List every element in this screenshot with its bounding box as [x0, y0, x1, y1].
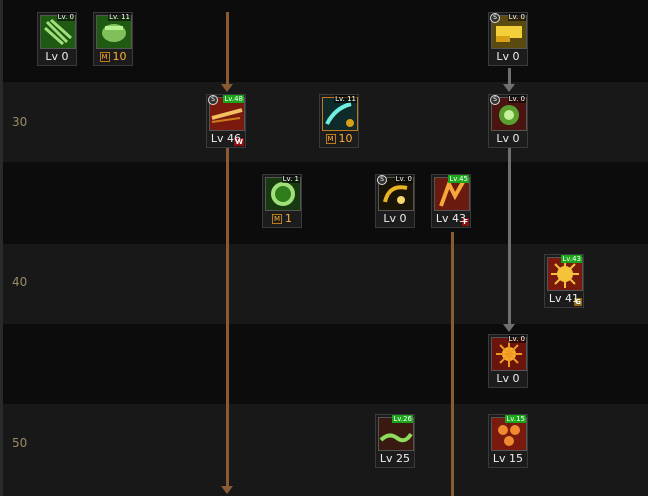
connector-line-right-mid: [508, 148, 511, 324]
skill-red-orbs[interactable]: Lv.15 Lv 15: [488, 414, 528, 468]
level-label-30: 30: [12, 115, 28, 129]
skill-fire-fist[interactable]: Lv.45 F Lv 43: [431, 174, 471, 228]
connector-line-right-top: [508, 68, 511, 84]
level-label-40: 40: [12, 275, 28, 289]
skill-gold-punch[interactable]: S Lv. 0 Lv 0: [488, 12, 528, 66]
connector-line-fire: [451, 232, 454, 496]
skill-level-text: Lv 0: [383, 212, 407, 225]
skill-level-tag: Lv. 0: [56, 13, 75, 21]
left-edge: [0, 0, 3, 496]
connector-arrow-left-bottom: [221, 486, 233, 494]
skill-level-text: Lv 46: [210, 132, 242, 145]
skill-level-tag: Lv.43: [561, 255, 582, 263]
red-star-icon: [491, 337, 527, 371]
skill-level-tag: Lv. 11: [334, 95, 357, 103]
skill-sun-burst[interactable]: Lv.43 G Lv 41: [544, 254, 584, 308]
skill-corner-badge: F: [462, 218, 469, 226]
skill-level-tag: Lv. 0: [507, 95, 526, 103]
skill-level-tag: Lv. 0: [507, 335, 526, 343]
skill-red-star[interactable]: Lv. 0 Lv 0: [488, 334, 528, 388]
skill-level-text: Lv 15: [492, 452, 524, 465]
skill-green-claw[interactable]: Lv. 0 Lv 0: [37, 12, 77, 66]
s-badge: S: [490, 13, 500, 23]
skill-level-text: Lv 0: [496, 132, 520, 145]
skill-level-tag: Lv. 0: [394, 175, 413, 183]
connector-arrow-left-top: [221, 84, 233, 92]
skill-level-tag: Lv. 11: [108, 13, 131, 21]
gold-spin-icon: [378, 177, 414, 211]
connector-arrow-right-top: [503, 84, 515, 92]
master-badge: M: [325, 134, 336, 144]
fire-fist-icon: [434, 177, 470, 211]
skill-level-tag: Lv.45: [448, 175, 469, 183]
skill-level-text: Lv 0: [496, 50, 520, 63]
skill-level-text: Lv 0: [45, 50, 69, 63]
band-level-50: [0, 404, 648, 496]
skill-level-tag: Lv. 0: [507, 13, 526, 21]
band-level-40: [0, 244, 648, 324]
skill-level-tag: Lv.48: [223, 95, 244, 103]
connector-arrow-right-mid: [503, 324, 515, 332]
blue-dragon-icon: [322, 97, 358, 131]
skill-level-tag: Lv.15: [505, 415, 526, 423]
s-badge: S: [490, 95, 500, 105]
skill-gold-spin[interactable]: S Lv. 0 Lv 0: [375, 174, 415, 228]
skill-level-text: Lv 25: [379, 452, 411, 465]
green-fist-icon: [96, 15, 132, 49]
red-orbs-icon: [491, 417, 527, 451]
skill-corner-badge: G: [574, 298, 582, 306]
connector-line-left-top: [226, 12, 229, 84]
green-ring-icon: [265, 177, 301, 211]
skill-level-text: Lv 41: [548, 292, 580, 305]
skill-red-slash[interactable]: S Lv.48 W Lv 46: [206, 94, 246, 148]
skill-level-text: Lv 0: [496, 372, 520, 385]
skill-level-tag: Lv.26: [392, 415, 413, 423]
s-badge: S: [377, 175, 387, 185]
level-label-50: 50: [12, 436, 28, 450]
band-row-45: [0, 324, 648, 404]
skill-level-tag: Lv. 1: [281, 175, 300, 183]
skill-green-wave[interactable]: Lv.26 Lv 25: [375, 414, 415, 468]
skill-corner-badge: W: [234, 138, 244, 146]
connector-line-left-bottom: [226, 148, 229, 486]
skill-green-burst[interactable]: S Lv. 0 Lv 0: [488, 94, 528, 148]
master-badge: M: [272, 214, 282, 224]
s-badge: S: [208, 95, 218, 105]
band-row-35: [0, 162, 648, 242]
master-badge: M: [99, 52, 110, 62]
skill-level-text: Lv 43: [435, 212, 467, 225]
